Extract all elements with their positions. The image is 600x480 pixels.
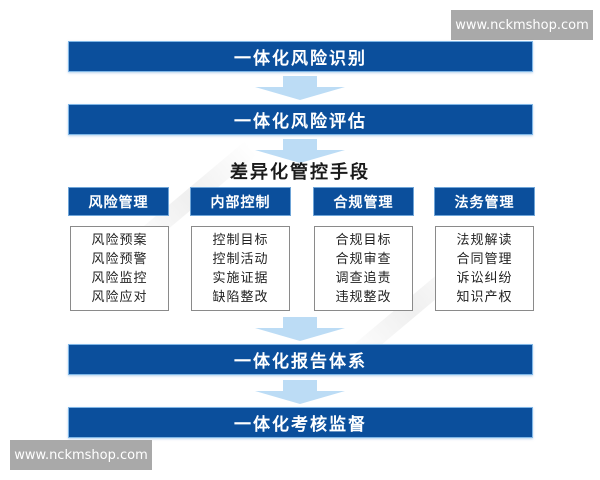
list-item: 风险预警: [91, 251, 148, 267]
column-box-compliance-management: 合规目标 合规审查 调查追责 违规整改: [314, 226, 413, 311]
list-item: 合规审查: [335, 251, 392, 267]
down-arrow-icon: [255, 380, 345, 404]
step-reporting-system: 一体化报告体系: [68, 344, 533, 375]
down-arrow-icon: [255, 317, 345, 341]
list-item: 诉讼纠纷: [456, 270, 513, 286]
column-box-internal-control: 控制目标 控制活动 实施证据 缺陷整改: [191, 226, 290, 311]
column-box-legal-affairs: 法规解读 合同管理 诉讼纠纷 知识产权: [435, 226, 534, 311]
list-item: 合同管理: [456, 251, 513, 267]
list-item: 风险监控: [91, 270, 148, 286]
list-item: 知识产权: [456, 289, 513, 305]
list-item: 风险应对: [91, 289, 148, 305]
column-header-legal-affairs: 法务管理: [434, 187, 535, 216]
list-item: 调查追责: [335, 270, 392, 286]
list-item: 缺陷整改: [212, 289, 269, 305]
down-arrow-icon: [255, 139, 345, 163]
watermark-bottom-left: www.nckmshop.com: [10, 440, 152, 470]
column-header-risk-management: 风险管理: [68, 187, 169, 216]
column-header-compliance-management: 合规管理: [313, 187, 414, 216]
step-risk-assessment: 一体化风险评估: [68, 104, 533, 135]
list-item: 控制目标: [212, 232, 269, 248]
list-item: 违规整改: [335, 289, 392, 305]
column-header-internal-control: 内部控制: [190, 187, 291, 216]
column-box-risk-management: 风险预案 风险预警 风险监控 风险应对: [70, 226, 169, 311]
watermark-top-right: www.nckmshop.com: [451, 10, 593, 40]
list-item: 风险预案: [91, 232, 148, 248]
section-title-differentiated-control: 差异化管控手段: [230, 162, 370, 183]
step-risk-identification: 一体化风险识别: [68, 41, 533, 72]
list-item: 合规目标: [335, 232, 392, 248]
list-item: 法规解读: [456, 232, 513, 248]
list-item: 控制活动: [212, 251, 269, 267]
step-assessment-supervision: 一体化考核监督: [68, 407, 533, 438]
down-arrow-icon: [255, 76, 345, 100]
list-item: 实施证据: [212, 270, 269, 286]
